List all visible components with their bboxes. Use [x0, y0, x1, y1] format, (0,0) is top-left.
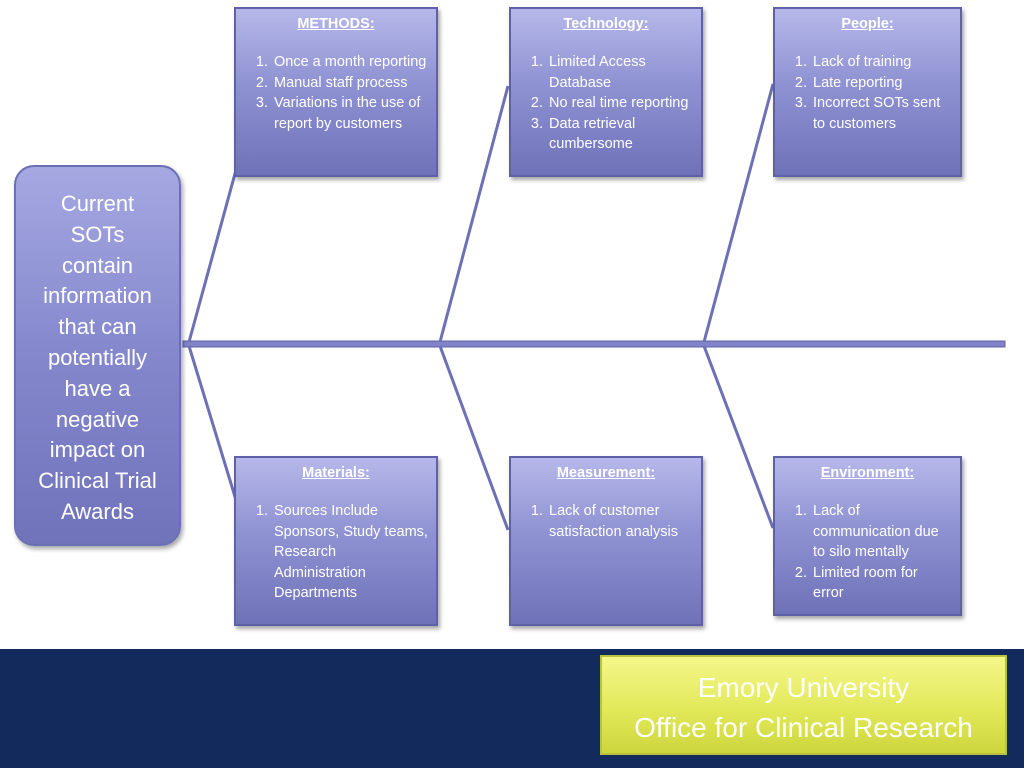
cause-list-measurement: Lack of customer satisfaction analysis	[519, 501, 693, 542]
cause-title-environment: Environment:	[820, 465, 915, 481]
effect-line: contain	[62, 252, 133, 278]
cause-item: Sources Include Sponsors, Study teams, R…	[272, 501, 428, 604]
cause-list-people: Lack of training Late reporting Incorrec…	[783, 52, 952, 134]
spine	[182, 340, 1006, 348]
cause-item: Lack of customer satisfaction analysis	[547, 501, 693, 542]
cause-box-environment: Environment: Lack of communication due t…	[773, 456, 962, 616]
cause-item: Limited Access Database	[547, 52, 693, 93]
bone-materials	[187, 345, 238, 501]
effect-line: Current	[60, 191, 135, 216]
cause-title-methods: METHODS:	[297, 16, 375, 32]
effect-line: information	[43, 283, 152, 309]
cause-title-people: People:	[841, 16, 894, 32]
cause-box-measurement: Measurement: Lack of customer satisfacti…	[509, 456, 703, 626]
effect-box: Current SOTs contain information that ca…	[14, 165, 181, 546]
bone-technology	[438, 85, 510, 343]
effect-line: impact on	[49, 437, 146, 463]
bone-methods	[187, 169, 238, 343]
cause-item: Lack of training	[811, 52, 952, 73]
effect-line: negative	[55, 406, 140, 432]
effect-line: Clinical Trial	[38, 468, 157, 494]
effect-line: have a	[64, 375, 131, 401]
effect-line: potentially	[47, 344, 148, 370]
footer-university: Emory University	[697, 672, 910, 703]
cause-box-materials: Materials: Sources Include Sponsors, Stu…	[234, 456, 438, 626]
cause-title-technology: Technology:	[563, 16, 649, 32]
cause-item: Late reporting	[811, 73, 952, 94]
cause-list-environment: Lack of communication due to silo mental…	[783, 501, 952, 604]
cause-item: Variations in the use of report by custo…	[272, 93, 428, 134]
cause-title-measurement: Measurement:	[556, 465, 656, 481]
footer-logo-box: Emory University Office for Clinical Res…	[600, 655, 1007, 755]
cause-list-methods: Once a month reporting Manual staff proc…	[244, 52, 428, 134]
bone-environment	[702, 345, 775, 529]
cause-item: Incorrect SOTs sent to customers	[811, 93, 952, 134]
cause-item: Data retrieval cumbersome	[547, 114, 693, 155]
effect-line: that can	[58, 314, 137, 340]
cause-item: Once a month reporting	[272, 52, 428, 73]
effect-line: SOTs	[70, 221, 125, 247]
bone-measurement	[438, 345, 510, 531]
bone-people	[702, 83, 775, 343]
footer-office: Office for Clinical Research	[634, 712, 973, 743]
effect-line: Awards	[61, 498, 134, 524]
cause-title-materials: Materials:	[302, 465, 370, 481]
cause-item: No real time reporting	[547, 93, 693, 114]
cause-list-materials: Sources Include Sponsors, Study teams, R…	[244, 501, 428, 604]
cause-item: Limited room for error	[811, 563, 952, 604]
cause-item: Manual staff process	[272, 73, 428, 94]
cause-list-technology: Limited Access Database No real time rep…	[519, 52, 693, 155]
cause-box-methods: METHODS: Once a month reporting Manual s…	[234, 7, 438, 177]
cause-box-technology: Technology: Limited Access Database No r…	[509, 7, 703, 177]
cause-item: Lack of communication due to silo mental…	[811, 501, 952, 563]
cause-box-people: People: Lack of training Late reporting …	[773, 7, 962, 177]
